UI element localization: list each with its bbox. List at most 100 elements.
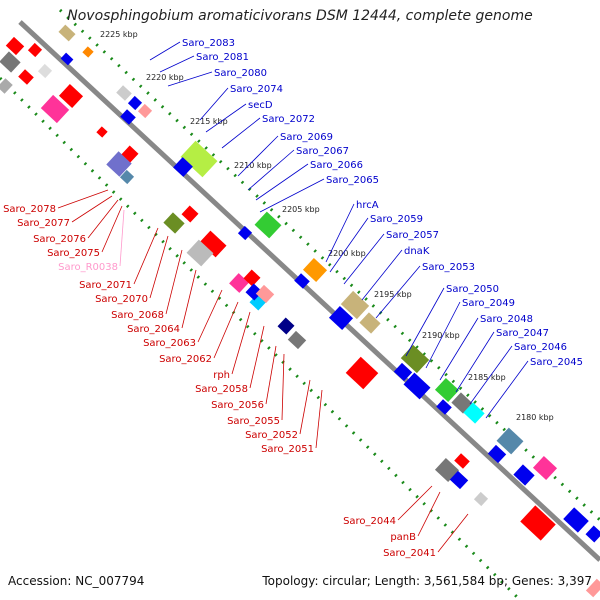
gene-feature-15 [96,126,108,138]
lower-gene-label: Saro_2078 [3,204,56,215]
upper-label-leader [149,41,181,61]
lower-gene-label: Saro_2044 [343,516,396,527]
upper-gene-label: Saro_2053 [422,262,475,273]
gene-feature-13 [137,103,153,119]
gene-feature-28 [245,283,263,301]
gene-feature-11 [116,85,132,101]
lower-gene-label: Saro_R0038 [58,262,118,273]
lower-gene-label: rph [213,370,230,381]
lower-label-leader [231,311,251,375]
gene-feature-47 [496,427,524,455]
lower-label-leader [397,485,433,521]
lower-label-leader [165,249,183,315]
gene-feature-21 [163,212,185,234]
lower-label-leader [197,289,223,343]
lower-label-leader [437,513,469,553]
gene-feature-17 [121,145,139,163]
gene-feature-55 [473,491,489,507]
gene-feature-35 [328,306,354,330]
upper-gene-label: Saro_2059 [370,214,423,225]
upper-gene-label: Saro_2080 [214,68,267,79]
genome-backbone [18,20,600,562]
lower-gene-label: Saro_2064 [127,324,180,335]
gene-feature-42 [434,378,460,402]
lower-label-leader [71,195,113,223]
gene-feature-8 [0,78,13,94]
kbp-tick-label: 2190 kbp [422,331,460,340]
upper-label-leader [405,287,445,357]
upper-gene-label: hrcA [356,200,379,211]
lower-label-leader [119,209,125,267]
lower-label-leader [87,199,119,239]
lower-gene-label: Saro_2068 [111,310,164,321]
lower-gene-label: Saro_2071 [79,280,132,291]
upper-label-leader [237,135,279,177]
gene-feature-7 [37,63,53,79]
gene-feature-24 [186,239,214,267]
gene-feature-30 [254,211,282,239]
map-title: Novosphingobium aromaticivorans DSM 1244… [67,8,533,24]
upper-label-leader [255,163,309,201]
upper-label-leader [329,217,369,273]
gene-feature-1 [5,36,25,56]
lower-label-leader [133,227,159,285]
gene-feature-56 [563,507,589,533]
kbp-tick-label: 2215 kbp [190,117,228,126]
lower-gene-label: Saro_2041 [383,548,436,559]
upper-gene-label: Saro_2066 [310,160,363,171]
lower-gene-label: Saro_2077 [17,218,70,229]
lower-gene-label: Saro_2051 [261,444,314,455]
lower-label-leader [281,353,285,421]
gene-feature-40 [393,362,413,382]
lower-gene-label: Saro_2070 [95,294,148,305]
gene-feature-57 [585,525,600,543]
accession-text: Accession: NC_007794 [8,574,145,588]
lower-label-leader [213,301,239,359]
lower-gene-label: Saro_2055 [227,416,280,427]
gene-feature-48 [487,444,507,464]
gene-feature-41 [403,372,431,400]
upper-label-leader [455,331,495,393]
feature-layer [0,24,600,598]
upper-gene-label: secD [248,100,273,111]
upper-label-leader [375,265,421,319]
upper-gene-label: Saro_2057 [386,230,439,241]
gene-feature-32 [302,258,328,282]
lower-label-leader [249,325,265,389]
gene-feature-53 [454,453,470,469]
kbp-tick-label: 2195 kbp [374,290,412,299]
gene-feature-51 [434,458,460,482]
gene-feature-18 [119,169,135,185]
lower-gene-label: Saro_2058 [195,384,248,395]
gene-feature-44 [463,402,485,424]
gene-label-layer: Saro_2083Saro_2081Saro_2080Saro_2074secD… [3,38,583,559]
upper-label-leader [199,87,229,121]
upper-gene-label: Saro_2046 [514,342,567,353]
upper-gene-label: Saro_2050 [446,284,499,295]
lower-gene-label: Saro_2063 [143,338,196,349]
upper-label-leader [247,149,295,191]
upper-gene-label: Saro_2048 [480,314,533,325]
lower-label-leader [101,205,123,253]
gene-feature-46 [345,356,379,390]
gene-feature-20 [173,157,193,177]
gene-feature-6 [18,69,34,85]
gene-feature-37 [277,317,295,335]
upper-label-leader [259,178,325,213]
gene-feature-54 [520,505,556,541]
gene-feature-2 [27,42,43,58]
upper-gene-label: Saro_2047 [496,328,549,339]
upper-label-leader [343,233,385,285]
gene-feature-34 [340,290,370,320]
upper-gene-label: Saro_2065 [326,175,379,186]
gene-feature-26 [243,269,261,287]
upper-label-leader [325,203,355,263]
gene-feature-52 [449,470,469,490]
upper-gene-label: Saro_2045 [530,357,583,368]
kbp-tick-label: 2185 kbp [468,373,506,382]
genome-summary-text: Topology: circular; Length: 3,561,584 bp… [262,574,592,588]
upper-gene-label: Saro_2083 [182,38,235,49]
gene-feature-50 [513,464,535,486]
upper-gene-label: dnaK [404,246,430,257]
